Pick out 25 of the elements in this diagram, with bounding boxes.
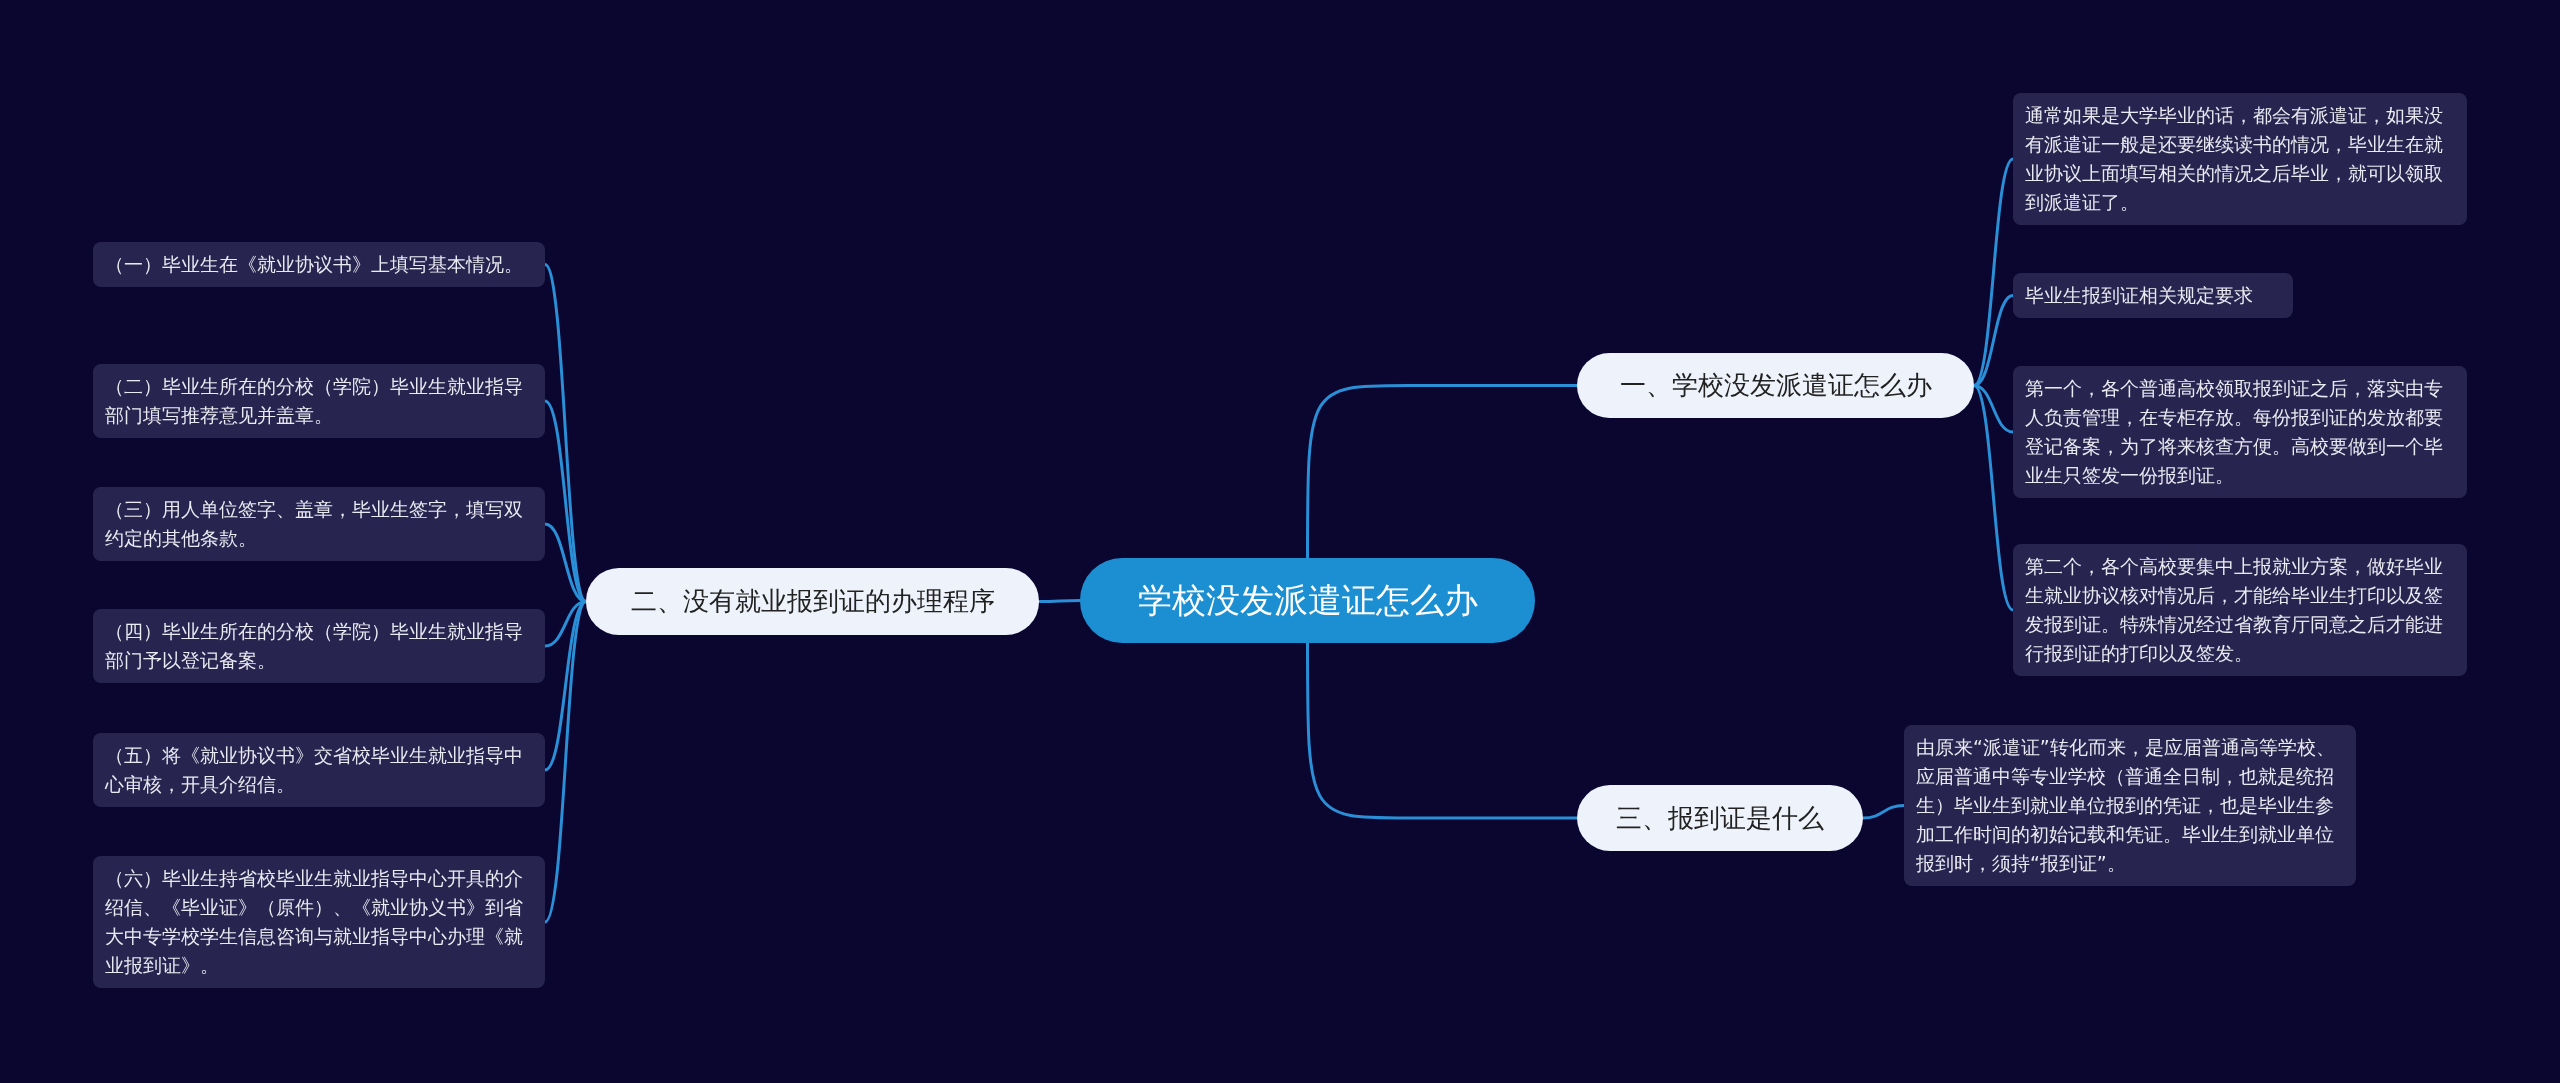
connector (1972, 157, 2015, 387)
connector (1306, 384, 1577, 558)
central-topic: 学校没发派遣证怎么办 (1080, 558, 1535, 643)
note-card: （六）毕业生持省校毕业生就业指导中心开具的介绍信、《毕业证》（原件）、《就业协义书》到省大中专学校学生信息咨询与就业指导中心办理《就业报到证》。 (93, 856, 545, 988)
connector (543, 600, 588, 923)
branch-topic: 二、没有就业报到证的办理程序 (586, 568, 1039, 635)
connector (1862, 804, 1905, 820)
note-card: （五）将《就业协议书》交省校毕业生就业指导中心审核，开具介绍信。 (93, 733, 545, 807)
connector (1973, 294, 2014, 387)
note-card: （一）毕业生在《就业协议书》上填写基本情况。 (93, 242, 545, 287)
connector (1306, 643, 1577, 820)
note-card: （四）毕业生所在的分校（学院）毕业生就业指导部门予以登记备案。 (93, 609, 545, 683)
note-card: 通常如果是大学毕业的话，都会有派遣证，如果没有派遣证一般是还要继续读书的情况，毕业生在就业协议上面填写相关的情况之后毕业，就可以领取到派遣证了。 (2013, 93, 2467, 225)
note-card: 第一个，各个普通高校领取报到证之后，落实由专人负责管理，在专柜存放。每份报到证的发放都要登记备案，为了将来核查方便。高校要做到一个毕业生只签发一份报到证。 (2013, 366, 2467, 498)
note-card: （三）用人单位签字、盖章，毕业生签字，填写双约定的其他条款。 (93, 487, 545, 561)
connector (1973, 384, 2014, 434)
note-card: （二）毕业生所在的分校（学院）毕业生就业指导部门填写推荐意见并盖章。 (93, 364, 545, 438)
branch-topic: 一、学校没发派遣证怎么办 (1577, 353, 1974, 418)
connector (544, 600, 587, 772)
note-card: 第二个，各个高校要集中上报就业方案，做好毕业生就业协议核对情况后，才能给毕业生打印以及签发报到证。特殊情况经过省教育厅同意之后才能进行报到证的打印以及签发。 (2013, 544, 2467, 676)
note-card: 毕业生报到证相关规定要求 (2013, 273, 2293, 318)
note-card: 由原来“派遣证”转化而来，是应届普通高等学校、应届普通中等专业学校（普通全日制，也就是统招生）毕业生到就业单位报到的凭证，也是毕业生参加工作时间的初始记载和凭证。毕业生到就业单位报到时，须持“报到证”。 (1904, 725, 2356, 886)
branch-topic: 三、报到证是什么 (1577, 785, 1863, 851)
connector (1039, 599, 1080, 603)
connector (1972, 384, 2015, 612)
